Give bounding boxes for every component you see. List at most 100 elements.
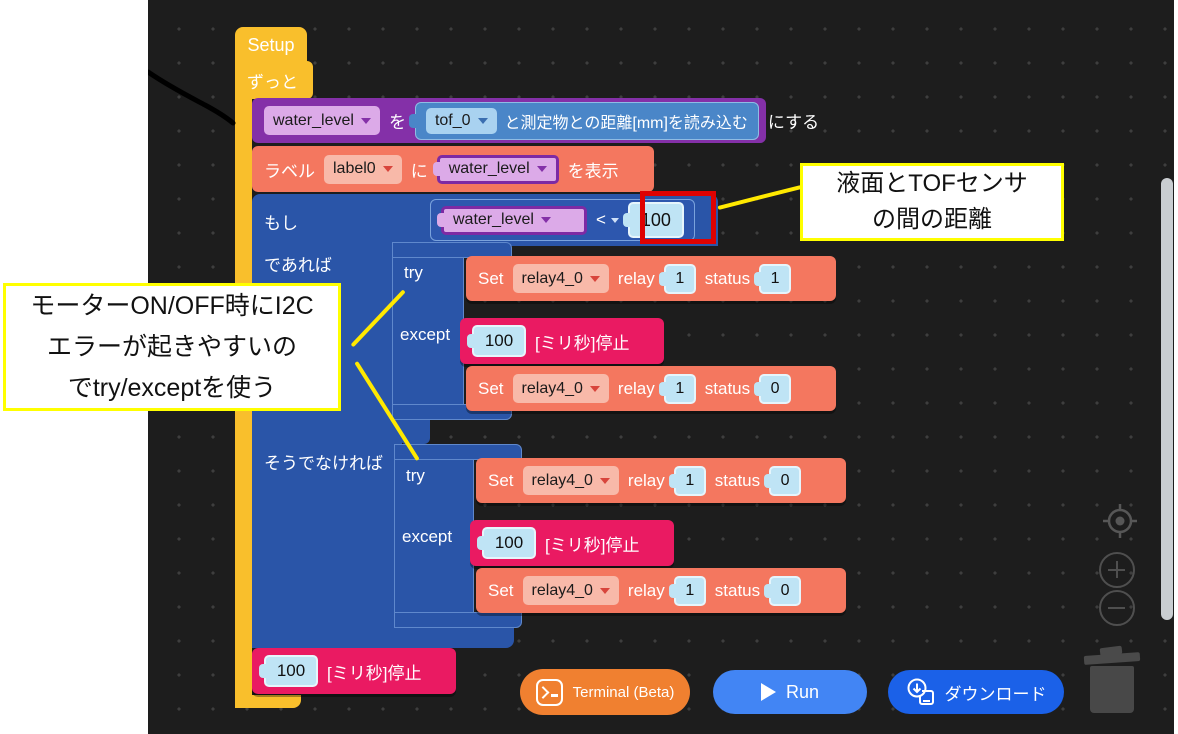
forever-loop-foot xyxy=(235,695,301,708)
highlight-rectangle xyxy=(640,191,716,244)
tof-read-distance-block[interactable]: tof_0 と測定物との距離[mm]を読み込む xyxy=(414,101,759,140)
try-except-note: モーターON/OFF時にI2C エラーが起きやすいの でtry/exceptを使… xyxy=(3,283,341,411)
relay-number-input[interactable]: 1 xyxy=(663,263,696,294)
wait-ms-block[interactable]: 100 [ミリ秒]停止 xyxy=(252,648,456,694)
dropdown-arrow-icon xyxy=(599,477,610,484)
try-note-line1: モーターON/OFF時にI2C xyxy=(30,291,314,320)
forever-loop-label: ずっと xyxy=(247,72,298,92)
dropdown-arrow-icon xyxy=(610,217,619,223)
wait-ms-block[interactable]: 100 [ミリ秒]停止 xyxy=(470,520,674,566)
relay-number-input[interactable]: 1 xyxy=(673,575,706,606)
operator-symbol: < xyxy=(596,210,606,229)
hand-drawn-curve xyxy=(148,69,236,126)
terminal-button[interactable]: Terminal (Beta) xyxy=(520,669,690,715)
try-except-bottom-ledge xyxy=(394,612,522,628)
plus-icon-bar xyxy=(1115,561,1118,578)
terminal-icon xyxy=(535,678,563,706)
set-relay-block[interactable]: Set relay4_0 relay 1 status 0 xyxy=(476,458,846,503)
label-display-block[interactable]: ラベル label0 に water_level を表示 xyxy=(252,146,654,192)
label-name: label0 xyxy=(333,160,376,177)
set-keyword: Set xyxy=(478,268,504,288)
relay-device-dropdown[interactable]: relay4_0 xyxy=(512,264,609,293)
relay-keyword: relay xyxy=(617,378,655,398)
wait-ms-label: [ミリ秒]停止 xyxy=(535,333,630,353)
wait-ms-input[interactable]: 100 xyxy=(264,655,318,687)
relay-status-input[interactable]: 0 xyxy=(759,373,792,404)
dropdown-arrow-icon xyxy=(589,275,600,282)
try-except-block[interactable] xyxy=(392,242,464,420)
dropdown-arrow-icon xyxy=(589,385,600,392)
status-keyword: status xyxy=(704,378,751,398)
relay-device-name: relay4_0 xyxy=(531,581,593,599)
relay-status-input[interactable]: 0 xyxy=(769,465,802,496)
setup-hat-block[interactable]: Setup xyxy=(235,27,307,63)
forever-loop-block[interactable]: ずっと xyxy=(235,61,313,99)
variable-dropdown[interactable]: water_level xyxy=(264,106,380,135)
set-relay-block[interactable]: Set relay4_0 relay 1 status 1 xyxy=(466,256,836,301)
set-variable-block[interactable]: water_level を tof_0 と測定物との距離[mm]を読み込む にす… xyxy=(252,98,819,143)
set-keyword: Set xyxy=(488,470,514,490)
terminal-button-label: Terminal (Beta) xyxy=(572,683,675,701)
relay-device-name: relay4_0 xyxy=(521,379,583,397)
wait-ms-input[interactable]: 100 xyxy=(472,325,526,357)
try-except-block[interactable] xyxy=(394,444,474,628)
run-button[interactable]: Run xyxy=(713,670,867,714)
relay-keyword: relay xyxy=(627,580,665,600)
set-suffix: にする xyxy=(767,113,820,132)
trash-icon[interactable] xyxy=(1082,645,1142,717)
set-keyword: Set xyxy=(488,580,514,600)
trash-lid xyxy=(1083,652,1141,665)
relay-device-dropdown[interactable]: relay4_0 xyxy=(522,466,619,495)
relay-device-name: relay4_0 xyxy=(521,269,583,287)
vertical-scrollbar[interactable] xyxy=(1161,178,1173,620)
try-label: try xyxy=(404,263,423,282)
play-icon xyxy=(760,683,776,701)
variable-value-block[interactable]: water_level xyxy=(436,154,559,184)
recenter-icon[interactable] xyxy=(1101,502,1139,540)
relay-status-input[interactable]: 0 xyxy=(769,575,802,606)
relay-device-dropdown[interactable]: relay4_0 xyxy=(512,374,609,403)
set-relay-block[interactable]: Set relay4_0 relay 1 status 0 xyxy=(476,568,846,613)
variable-name: water_level xyxy=(273,111,354,129)
run-button-label: Run xyxy=(785,681,820,702)
terminal-underscore xyxy=(551,694,559,697)
minus-icon xyxy=(1108,606,1125,609)
status-keyword: status xyxy=(714,580,761,600)
status-keyword: status xyxy=(704,268,751,288)
try-note-line2: エラーが起きやすいの xyxy=(46,332,297,361)
zoom-out-button[interactable] xyxy=(1099,590,1135,626)
wait-ms-block[interactable]: 100 [ミリ秒]停止 xyxy=(460,318,664,364)
download-button[interactable]: ダウンロード xyxy=(888,670,1064,714)
relay-keyword: relay xyxy=(627,470,665,490)
wait-ms-input[interactable]: 100 xyxy=(482,527,536,559)
comparison-block[interactable]: water_level < 100 xyxy=(430,199,695,241)
condition-value-input[interactable]: 100 xyxy=(627,202,684,238)
try-label: try xyxy=(406,466,425,485)
dropdown-arrow-icon xyxy=(599,587,610,594)
set-relay-block[interactable]: Set relay4_0 relay 1 status 0 xyxy=(466,366,836,411)
zoom-in-button[interactable] xyxy=(1099,552,1135,588)
relay-number-input[interactable]: 1 xyxy=(663,373,696,404)
relay-number-input[interactable]: 1 xyxy=(673,465,706,496)
label-prefix: ラベル xyxy=(264,161,315,181)
label-dropdown[interactable]: label0 xyxy=(324,154,402,184)
tof-action-label: と測定物との距離[mm]を読み込む xyxy=(504,114,748,132)
try-except-top-ledge xyxy=(392,242,512,258)
dropdown-arrow-icon xyxy=(360,117,371,124)
except-label: except xyxy=(400,325,451,344)
relay-status-input[interactable]: 1 xyxy=(759,263,792,294)
except-label: except xyxy=(402,527,453,546)
relay-device-dropdown[interactable]: relay4_0 xyxy=(522,576,619,605)
distance-note-line1: 液面とTOFセンサ xyxy=(836,170,1028,197)
variable-value-block[interactable]: water_level xyxy=(441,205,587,235)
setup-label: Setup xyxy=(247,34,295,55)
wait-ms-label: [ミリ秒]停止 xyxy=(545,535,640,555)
download-button-label: ダウンロード xyxy=(944,684,1047,704)
dropdown-arrow-icon xyxy=(382,166,393,172)
distance-note: 液面とTOFセンサ の間の距離 xyxy=(800,163,1064,241)
tof-device-dropdown[interactable]: tof_0 xyxy=(425,107,497,134)
if-label: もし xyxy=(264,214,298,233)
operator-dropdown[interactable]: < xyxy=(596,210,619,230)
then-label: であれば xyxy=(264,256,332,275)
